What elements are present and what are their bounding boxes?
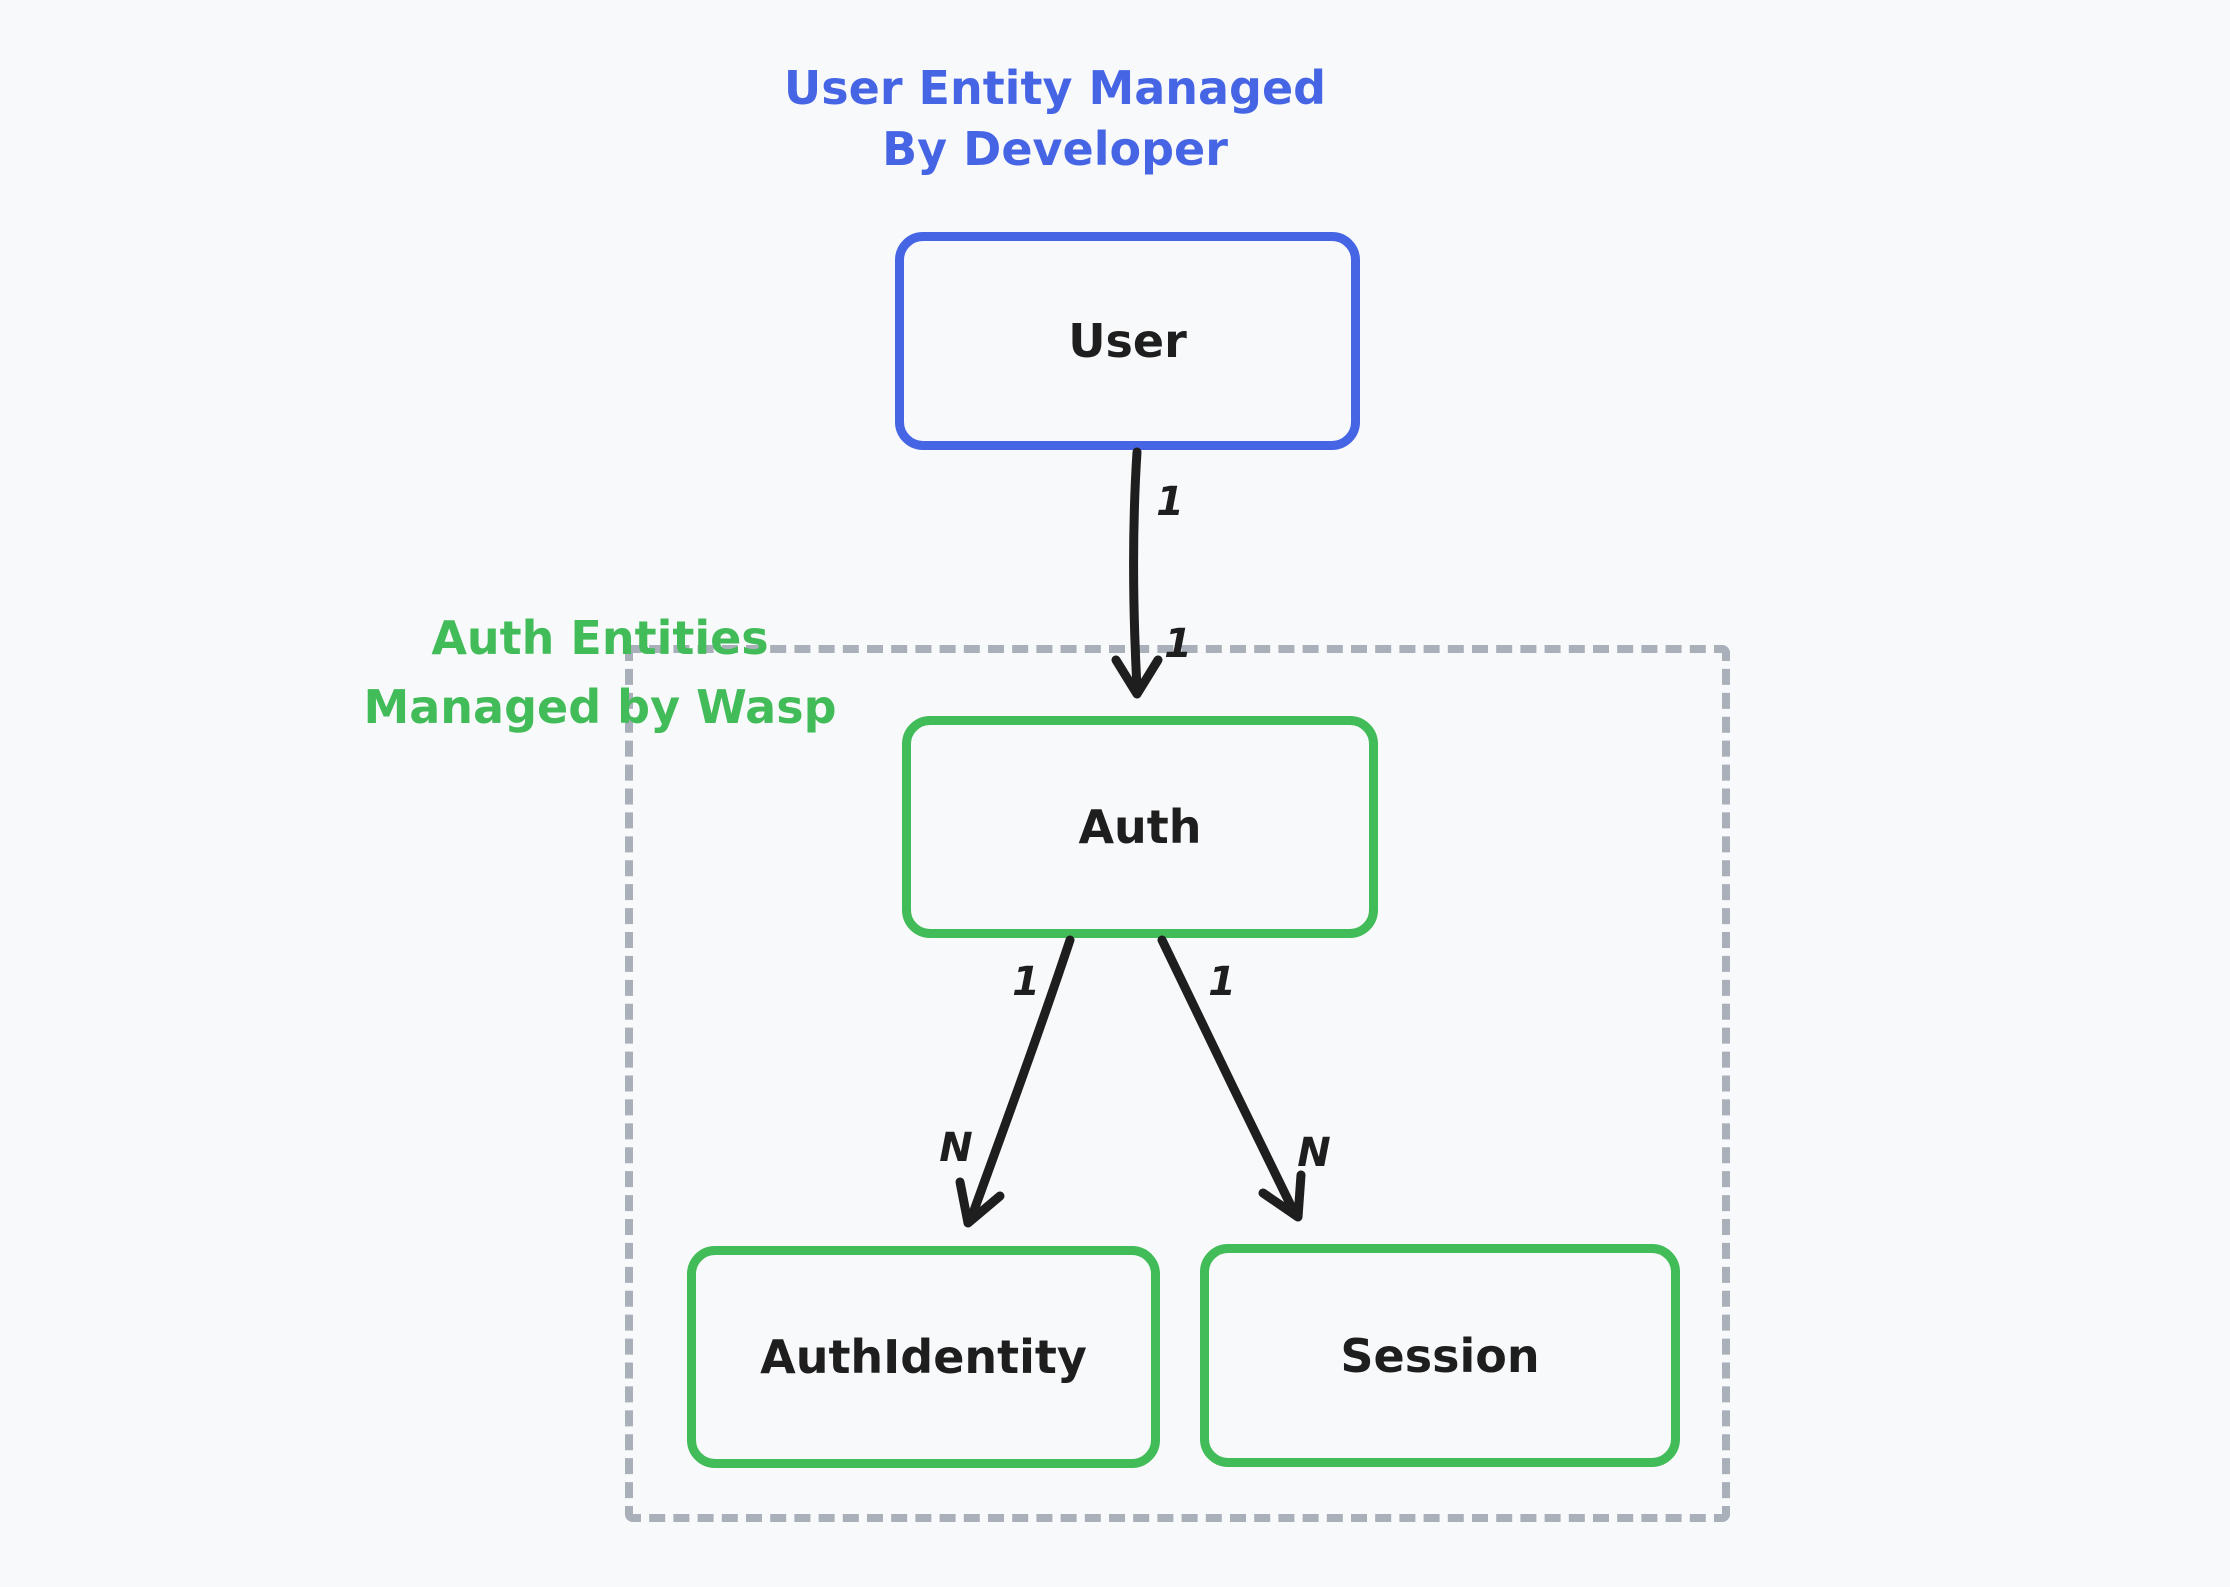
entity-box-auth: Auth [902, 716, 1378, 938]
cardinality-auth-session-target: N [1297, 1130, 1331, 1176]
entity-label-authidentity: AuthIdentity [760, 1330, 1087, 1384]
diagram-title-line1: User Entity Managed [783, 61, 1327, 115]
entity-box-session: Session [1200, 1244, 1680, 1467]
entity-label-auth: Auth [1078, 800, 1202, 854]
cardinality-auth-authidentity-target: N [939, 1125, 973, 1171]
auth-group-label-line2: Managed by Wasp [363, 680, 837, 734]
cardinality-auth-authidentity-source: 1 [1012, 959, 1040, 1005]
auth-group-label-line1: Auth Entities [431, 611, 769, 665]
auth-group-boundary [625, 645, 1730, 1522]
entity-label-session: Session [1340, 1328, 1540, 1383]
diagram-title: User Entity Managed By Developer [705, 58, 1405, 179]
entity-box-user: User [895, 232, 1360, 450]
auth-group-label: Auth Entities Managed by Wasp [310, 604, 890, 742]
cardinality-user-auth-source: 1 [1156, 479, 1184, 525]
diagram-title-line2: By Developer [882, 121, 1228, 176]
cardinality-auth-session-source: 1 [1208, 959, 1236, 1005]
entity-label-user: User [1068, 314, 1187, 368]
entity-box-authidentity: AuthIdentity [687, 1246, 1160, 1468]
cardinality-user-auth-target: 1 [1164, 621, 1192, 667]
